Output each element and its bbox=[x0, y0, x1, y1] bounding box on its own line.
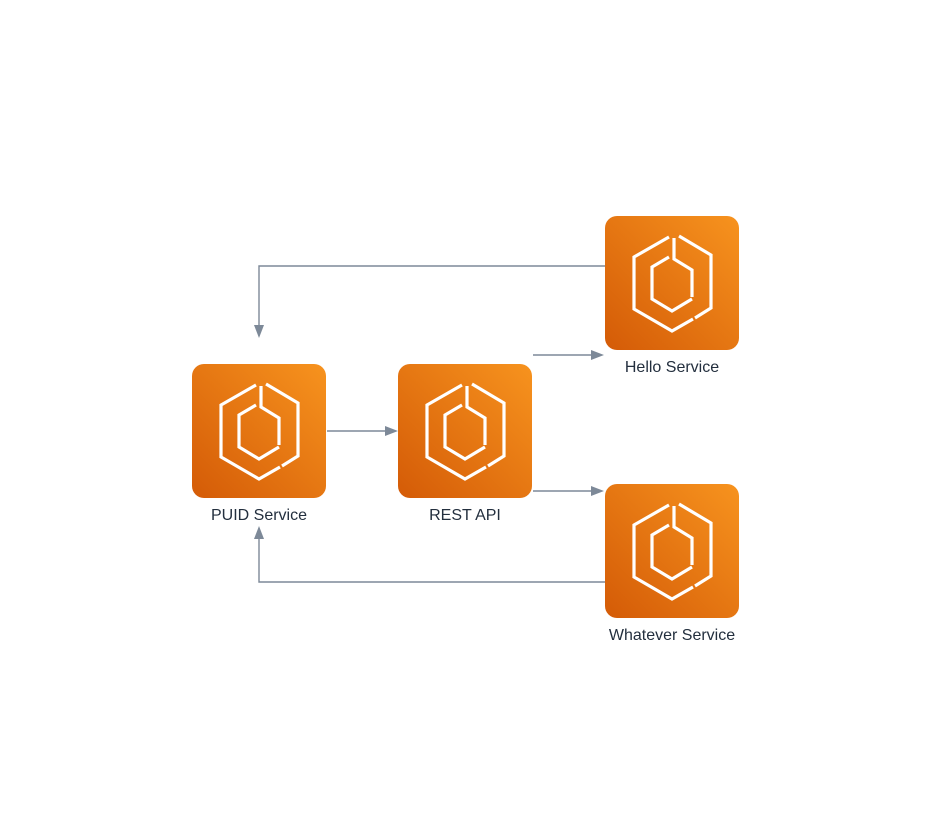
puid-service-tile bbox=[192, 364, 326, 498]
node-label-hello-service: Hello Service bbox=[625, 359, 719, 376]
node-rest-api[interactable]: REST API bbox=[398, 364, 532, 524]
node-label-rest-api: REST API bbox=[429, 507, 501, 524]
edge-whatever-to-puid bbox=[254, 526, 605, 583]
node-whatever-service[interactable]: Whatever Service bbox=[605, 484, 739, 644]
node-label-puid-service: PUID Service bbox=[211, 507, 307, 524]
node-puid-service[interactable]: PUID Service bbox=[192, 364, 326, 524]
edge-rest-to-hello bbox=[533, 350, 604, 360]
hello-service-tile bbox=[605, 216, 739, 350]
edge-rest-to-whatever bbox=[533, 486, 604, 496]
rest-api-tile bbox=[398, 364, 532, 498]
edge-puid-to-rest bbox=[327, 426, 398, 436]
node-label-whatever-service: Whatever Service bbox=[609, 627, 735, 644]
node-hello-service[interactable]: Hello Service bbox=[605, 216, 739, 376]
whatever-service-tile bbox=[605, 484, 739, 618]
edge-hello-to-puid bbox=[254, 265, 605, 338]
edges bbox=[254, 265, 605, 583]
